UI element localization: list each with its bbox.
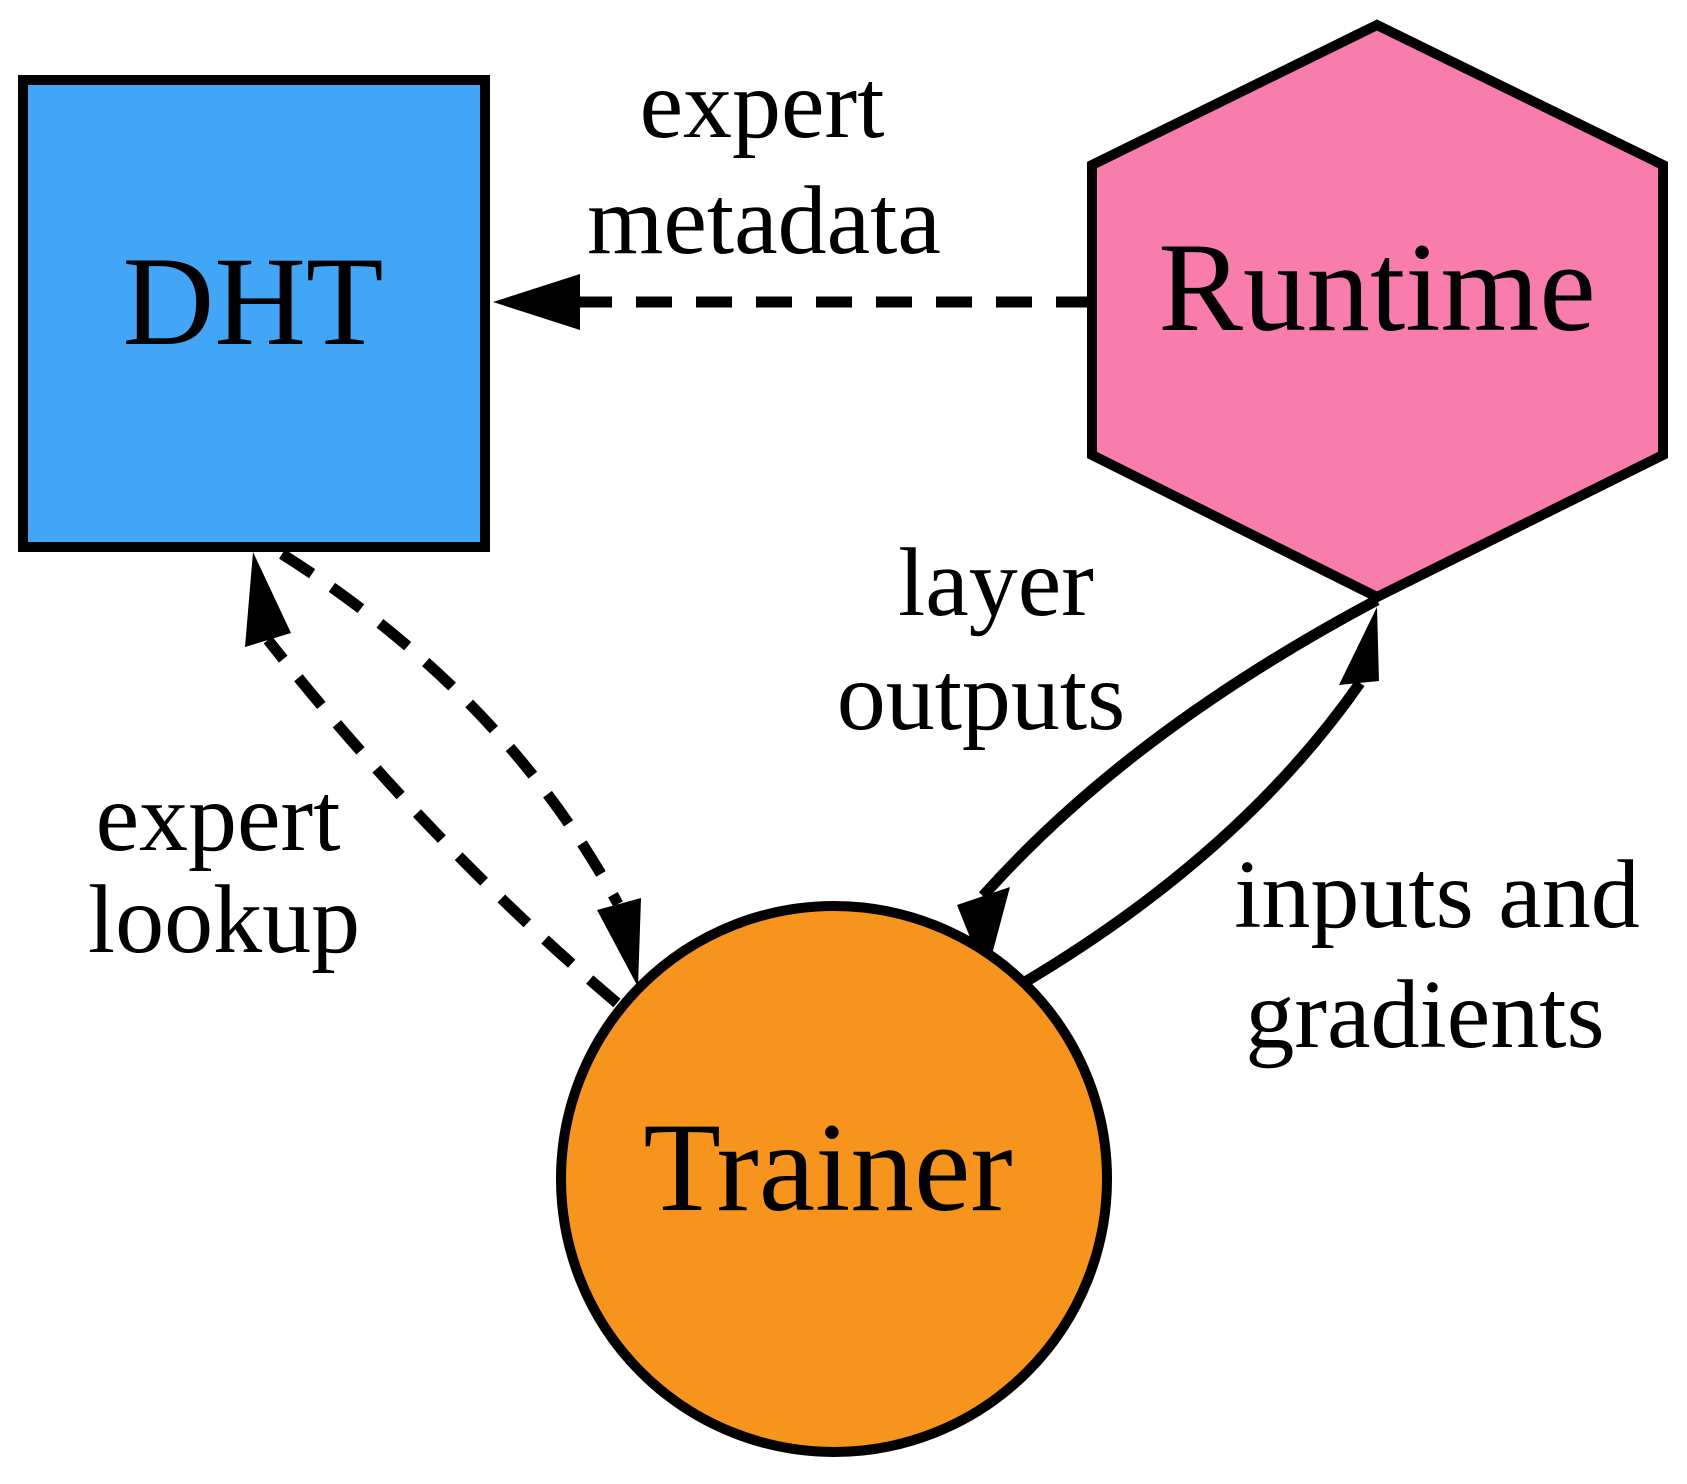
inputs-gradients-label-line1: inputs and xyxy=(1234,841,1640,949)
expert-lookup-up-arrowhead-icon xyxy=(245,552,291,647)
layer-outputs-label: layer outputs xyxy=(837,529,1126,751)
layer-outputs-label-line2: outputs xyxy=(837,643,1126,751)
expert-metadata-label-line1: expert xyxy=(640,51,885,159)
trainer-label: Trainer xyxy=(643,1098,1012,1238)
dht-shape xyxy=(18,75,490,552)
trainer-shape xyxy=(556,901,1112,1457)
runtime-label: Runtime xyxy=(1158,218,1595,358)
inputs-gradients-curve xyxy=(1017,679,1365,990)
layer-outputs-curve xyxy=(978,595,1380,900)
inputs-gradients-label-line2: gradients xyxy=(1245,961,1604,1069)
expert-lookup-down-arrowhead-icon xyxy=(597,898,641,987)
expert-metadata-arrowhead-icon xyxy=(493,274,580,330)
dht-node: DHT xyxy=(18,75,490,552)
expert-metadata-label: expert metadata xyxy=(587,51,941,275)
expert-lookup-line-to-dht xyxy=(263,636,621,1008)
trainer-node: Trainer xyxy=(556,901,1112,1457)
expert-lookup-label: expert lookup xyxy=(88,764,360,974)
edge-layer-outputs xyxy=(957,595,1380,977)
expert-lookup-line-to-trainer xyxy=(279,549,623,907)
layer-outputs-arrowhead-icon xyxy=(957,887,1010,977)
edge-expert-lookup xyxy=(245,549,641,1008)
runtime-node: Runtime xyxy=(1087,19,1668,603)
inputs-and-gradients-label: inputs and gradients xyxy=(1234,841,1640,1069)
edge-expert-metadata xyxy=(493,274,1092,330)
layer-outputs-label-line1: layer xyxy=(898,529,1094,637)
runtime-shape xyxy=(1087,19,1668,603)
inputs-gradients-arrowhead-icon xyxy=(1339,607,1379,685)
dht-label: DHT xyxy=(122,232,383,372)
expert-metadata-label-line2: metadata xyxy=(587,167,941,275)
edge-inputs-and-gradients xyxy=(1017,607,1379,990)
expert-lookup-label-line1: expert xyxy=(96,764,341,872)
expert-lookup-label-line2: lookup xyxy=(88,866,360,974)
